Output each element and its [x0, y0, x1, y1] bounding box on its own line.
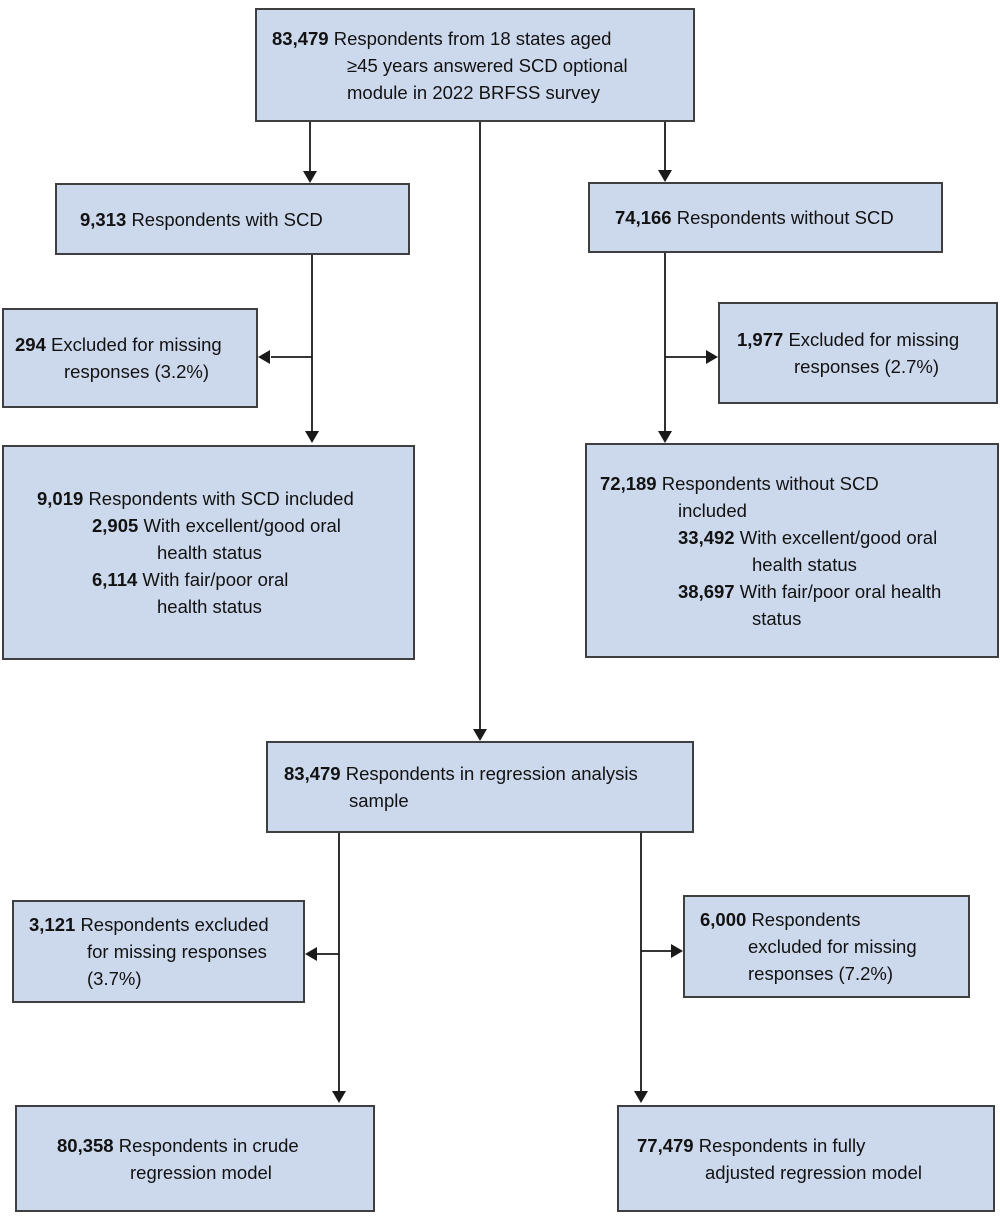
arrowhead-down-noscd-included [658, 431, 672, 443]
count-value: 83,479 [272, 27, 329, 49]
node-text-line: regression model [130, 1161, 272, 1183]
arrowhead-down-scd [303, 171, 317, 183]
node-respondents-with-scd: 9,313 Respondents with SCD [55, 183, 410, 255]
node-text-line: 3,121 Respondents excluded [29, 914, 269, 935]
node-text-line: excluded for missing [748, 936, 917, 957]
node-text-line: 80,358 Respondents in crude [57, 1134, 299, 1156]
node-text-line: 33,492 With excellent/good oral [678, 526, 938, 548]
node-text-line: 2,905 With excellent/good oral [92, 515, 341, 536]
node-text-line: 9,019 Respondents with SCD included [37, 488, 354, 509]
node-adjusted-regression-model: 77,479 Respondents in fully adjusted regr… [617, 1105, 995, 1212]
node-text-line: sample [349, 790, 409, 811]
node-text-line: 6,114 With fair/poor oral [92, 569, 289, 590]
node-text-line: status [752, 607, 802, 629]
count-value: 38,697 [678, 580, 735, 602]
node-text-line: health status [157, 542, 262, 563]
node-text-line: module in 2022 BRFSS survey [347, 81, 600, 103]
node-text-line: health status [752, 553, 857, 575]
arrowhead-right-excl-noscd [706, 350, 718, 364]
count-value: 1,977 [737, 329, 784, 350]
count-value: 72,189 [600, 472, 657, 494]
node-text-line: 83,479 Respondents from 18 states aged [272, 27, 612, 49]
arrowhead-down-adjusted-model [634, 1091, 648, 1103]
node-text-line: 74,166 Respondents without SCD [615, 207, 894, 228]
count-value: 77,479 [637, 1134, 694, 1156]
count-value: 6,114 [92, 569, 138, 590]
node-text-line: ≥45 years answered SCD optional [347, 54, 628, 76]
count-value: 80,358 [57, 1134, 114, 1156]
node-excluded-missing-scd: 294 Excluded for missing responses (3.2%) [2, 308, 258, 408]
node-text-line: included [678, 499, 747, 521]
node-excluded-missing-noscd: 1,977 Excluded for missing responses (2.7… [718, 302, 998, 404]
node-scd-included: 9,019 Respondents with SCD included 2,905… [2, 445, 415, 660]
arrowhead-down-crude-model [332, 1091, 346, 1103]
count-value: 83,479 [284, 763, 341, 784]
node-text-line: adjusted regression model [705, 1161, 922, 1183]
count-value: 294 [15, 334, 46, 355]
count-value: 2,905 [92, 515, 139, 536]
arrowhead-down-regression [473, 729, 487, 741]
count-value: 6,000 [700, 909, 747, 930]
arrowhead-down-noscd [658, 170, 672, 182]
node-respondents-without-scd: 74,166 Respondents without SCD [588, 182, 943, 253]
node-crude-regression-model: 80,358 Respondents in crude regression mo… [15, 1105, 375, 1212]
node-text-line: (3.7%) [87, 968, 142, 989]
node-text-line: 72,189 Respondents without SCD [600, 472, 879, 494]
node-text-line: 83,479 Respondents in regression analysi… [284, 763, 638, 784]
arrowhead-down-scd-included [305, 431, 319, 443]
count-value: 9,019 [37, 488, 84, 509]
node-text-line: health status [157, 596, 262, 617]
count-value: 33,492 [678, 526, 735, 548]
count-value: 3,121 [29, 914, 76, 935]
count-value: 74,166 [615, 207, 672, 228]
node-text-line: 9,313 Respondents with SCD [80, 208, 323, 230]
node-text-line: responses (7.2%) [748, 963, 893, 984]
node-regression-analysis-sample: 83,479 Respondents in regression analysi… [266, 741, 694, 833]
node-excluded-adjusted: 6,000 Respondents excluded for missing res… [683, 895, 970, 998]
node-text-line: 6,000 Respondents [700, 909, 861, 930]
node-excluded-crude: 3,121 Respondents excluded for missing re… [12, 900, 305, 1003]
arrowhead-left-excl-scd [258, 350, 270, 364]
node-text-line: for missing responses [87, 941, 267, 962]
node-text-line: 38,697 With fair/poor oral health [678, 580, 942, 602]
arrowhead-left-excl-crude [305, 947, 317, 961]
node-text-line: 1,977 Excluded for missing [737, 329, 960, 350]
node-text-line: 294 Excluded for missing [15, 334, 222, 355]
node-text-line: responses (3.2%) [64, 361, 209, 382]
node-text-line: 77,479 Respondents in fully [637, 1134, 866, 1156]
node-text-line: responses (2.7%) [794, 356, 939, 377]
node-total-respondents: 83,479 Respondents from 18 states aged ≥4… [255, 8, 695, 122]
count-value: 9,313 [80, 208, 127, 230]
arrowhead-right-excl-adjusted [671, 944, 683, 958]
node-noscd-included: 72,189 Respondents without SCD included 33… [585, 443, 999, 658]
